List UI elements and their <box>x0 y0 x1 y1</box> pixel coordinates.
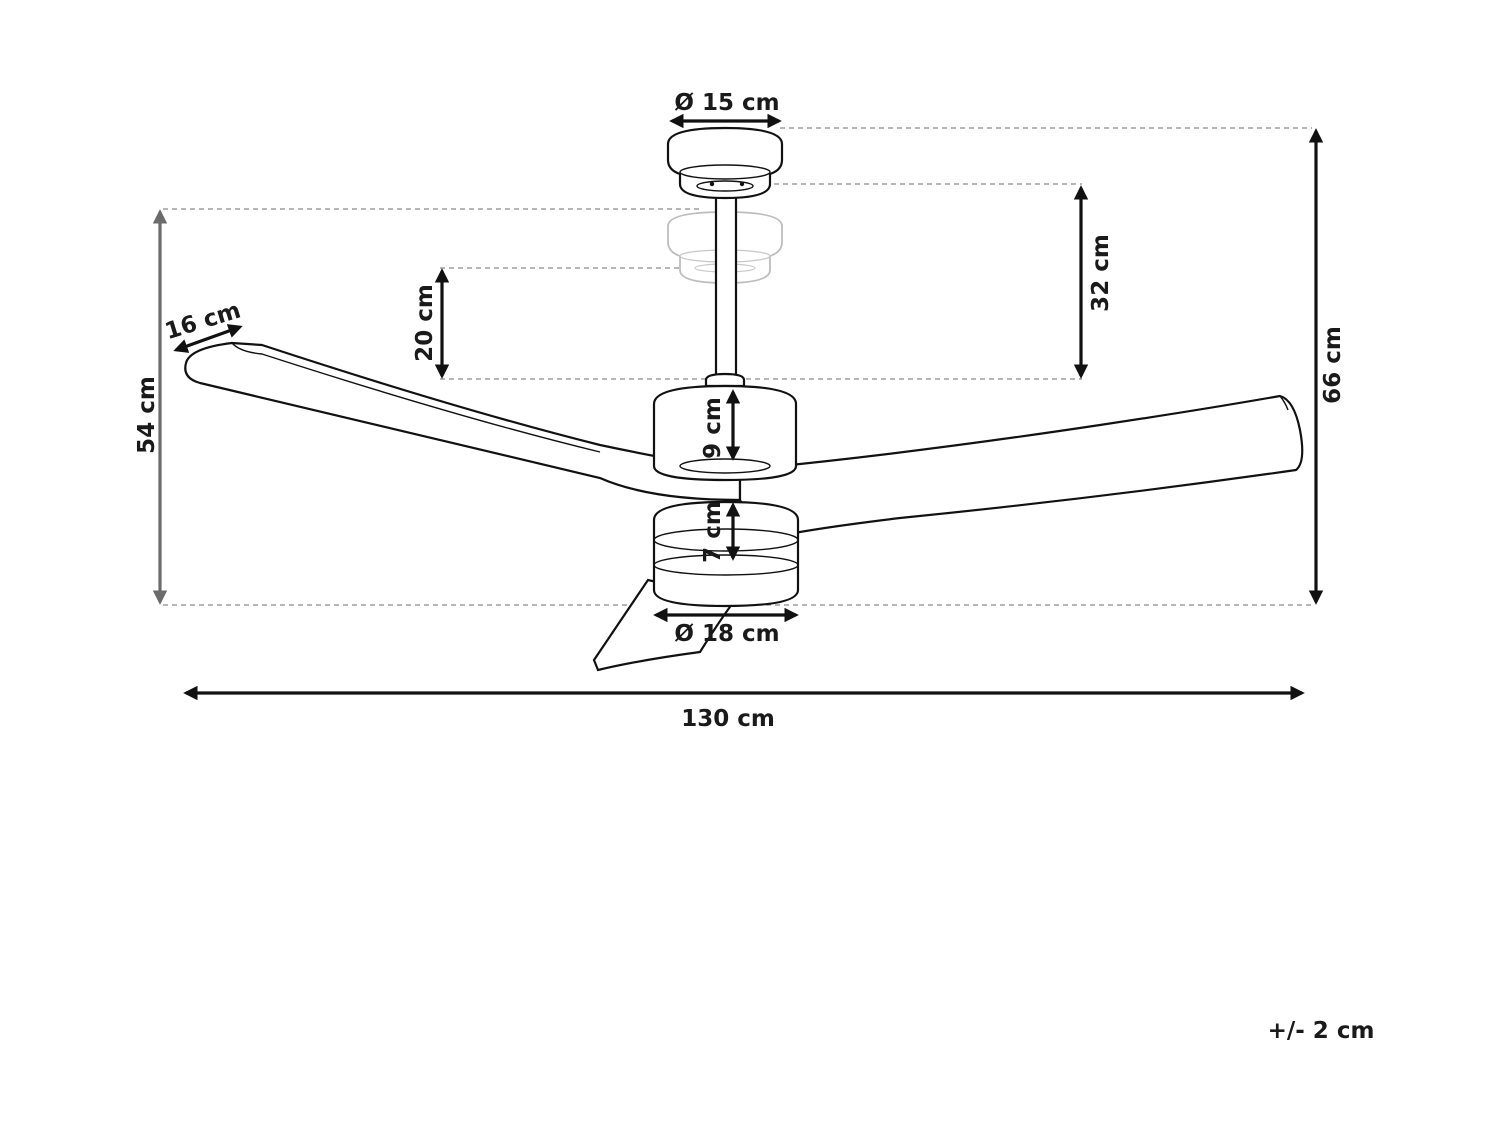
tolerance-label: +/- 2 cm <box>1268 1018 1375 1044</box>
blade-width-arrow <box>173 324 243 353</box>
canopy-diameter-label: Ø 15 cm <box>674 90 779 116</box>
motor-housing <box>652 372 798 482</box>
downrod-length-label: 32 cm <box>1088 234 1114 312</box>
downrod-drop-label: 20 cm <box>412 284 438 362</box>
fan-blade-right <box>738 394 1304 542</box>
blade-width-label: 16 cm <box>162 298 244 346</box>
light-diameter-label: Ø 18 cm <box>674 621 779 647</box>
guide-lines <box>163 127 1312 606</box>
min-height-label: 54 cm <box>134 376 160 454</box>
canopy <box>666 126 784 200</box>
dimension-labels: Ø 15 cm 32 cm 66 cm 54 cm 16 cm 20 cm 9 … <box>134 90 1374 1044</box>
total-height-label: 66 cm <box>1320 326 1346 404</box>
downrod <box>714 184 738 384</box>
total-width-label: 130 cm <box>681 706 775 732</box>
light-kit <box>652 500 800 608</box>
dimension-arrows <box>152 113 1324 701</box>
light-height-label: 7 cm <box>700 501 726 563</box>
motor-height-label: 9 cm <box>700 397 726 459</box>
